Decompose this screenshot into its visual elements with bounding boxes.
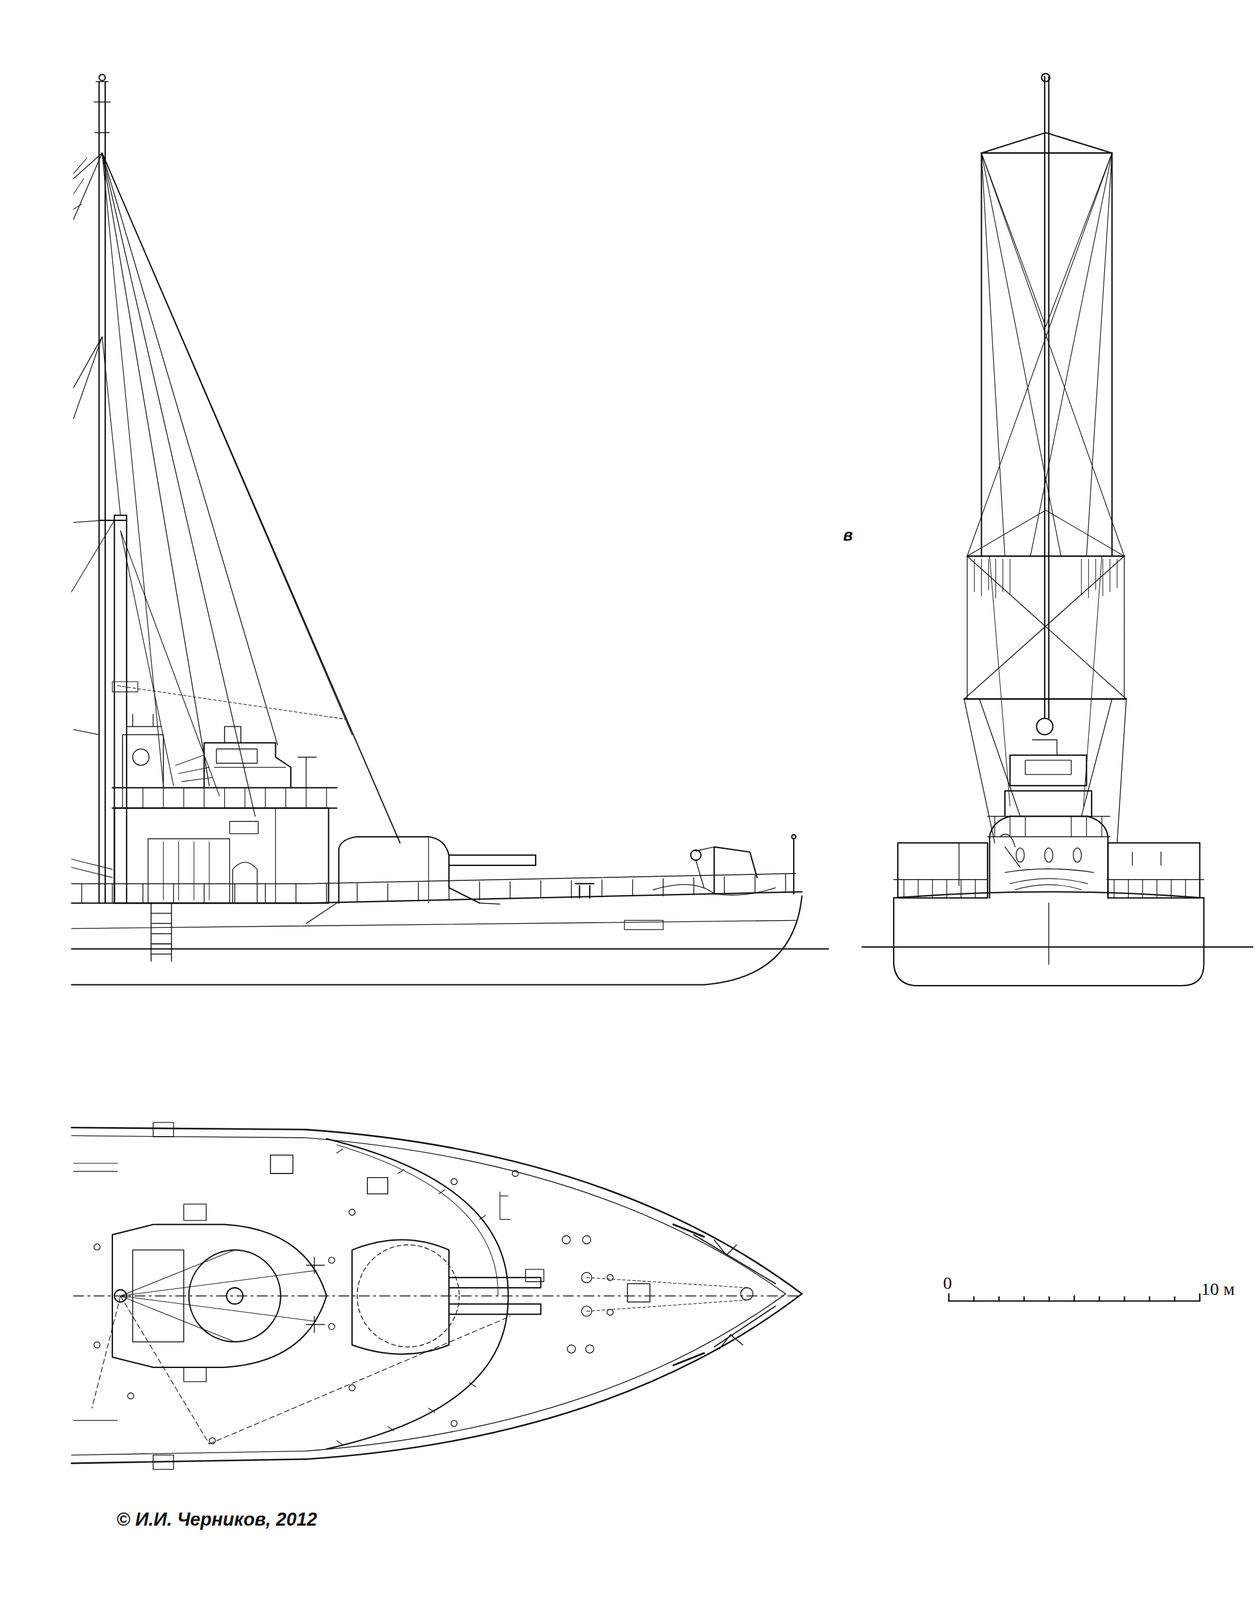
front-view [862,73,1253,986]
scale-start: 0 [943,1272,952,1293]
side-view [71,74,829,985]
view-letter: в [843,526,853,545]
plan-view [71,1122,802,1469]
copyright-note: © И.И. Черников, 2012 [116,1509,317,1530]
scale-bar [948,1293,1200,1301]
scale-end: 10 м [1201,1278,1235,1299]
